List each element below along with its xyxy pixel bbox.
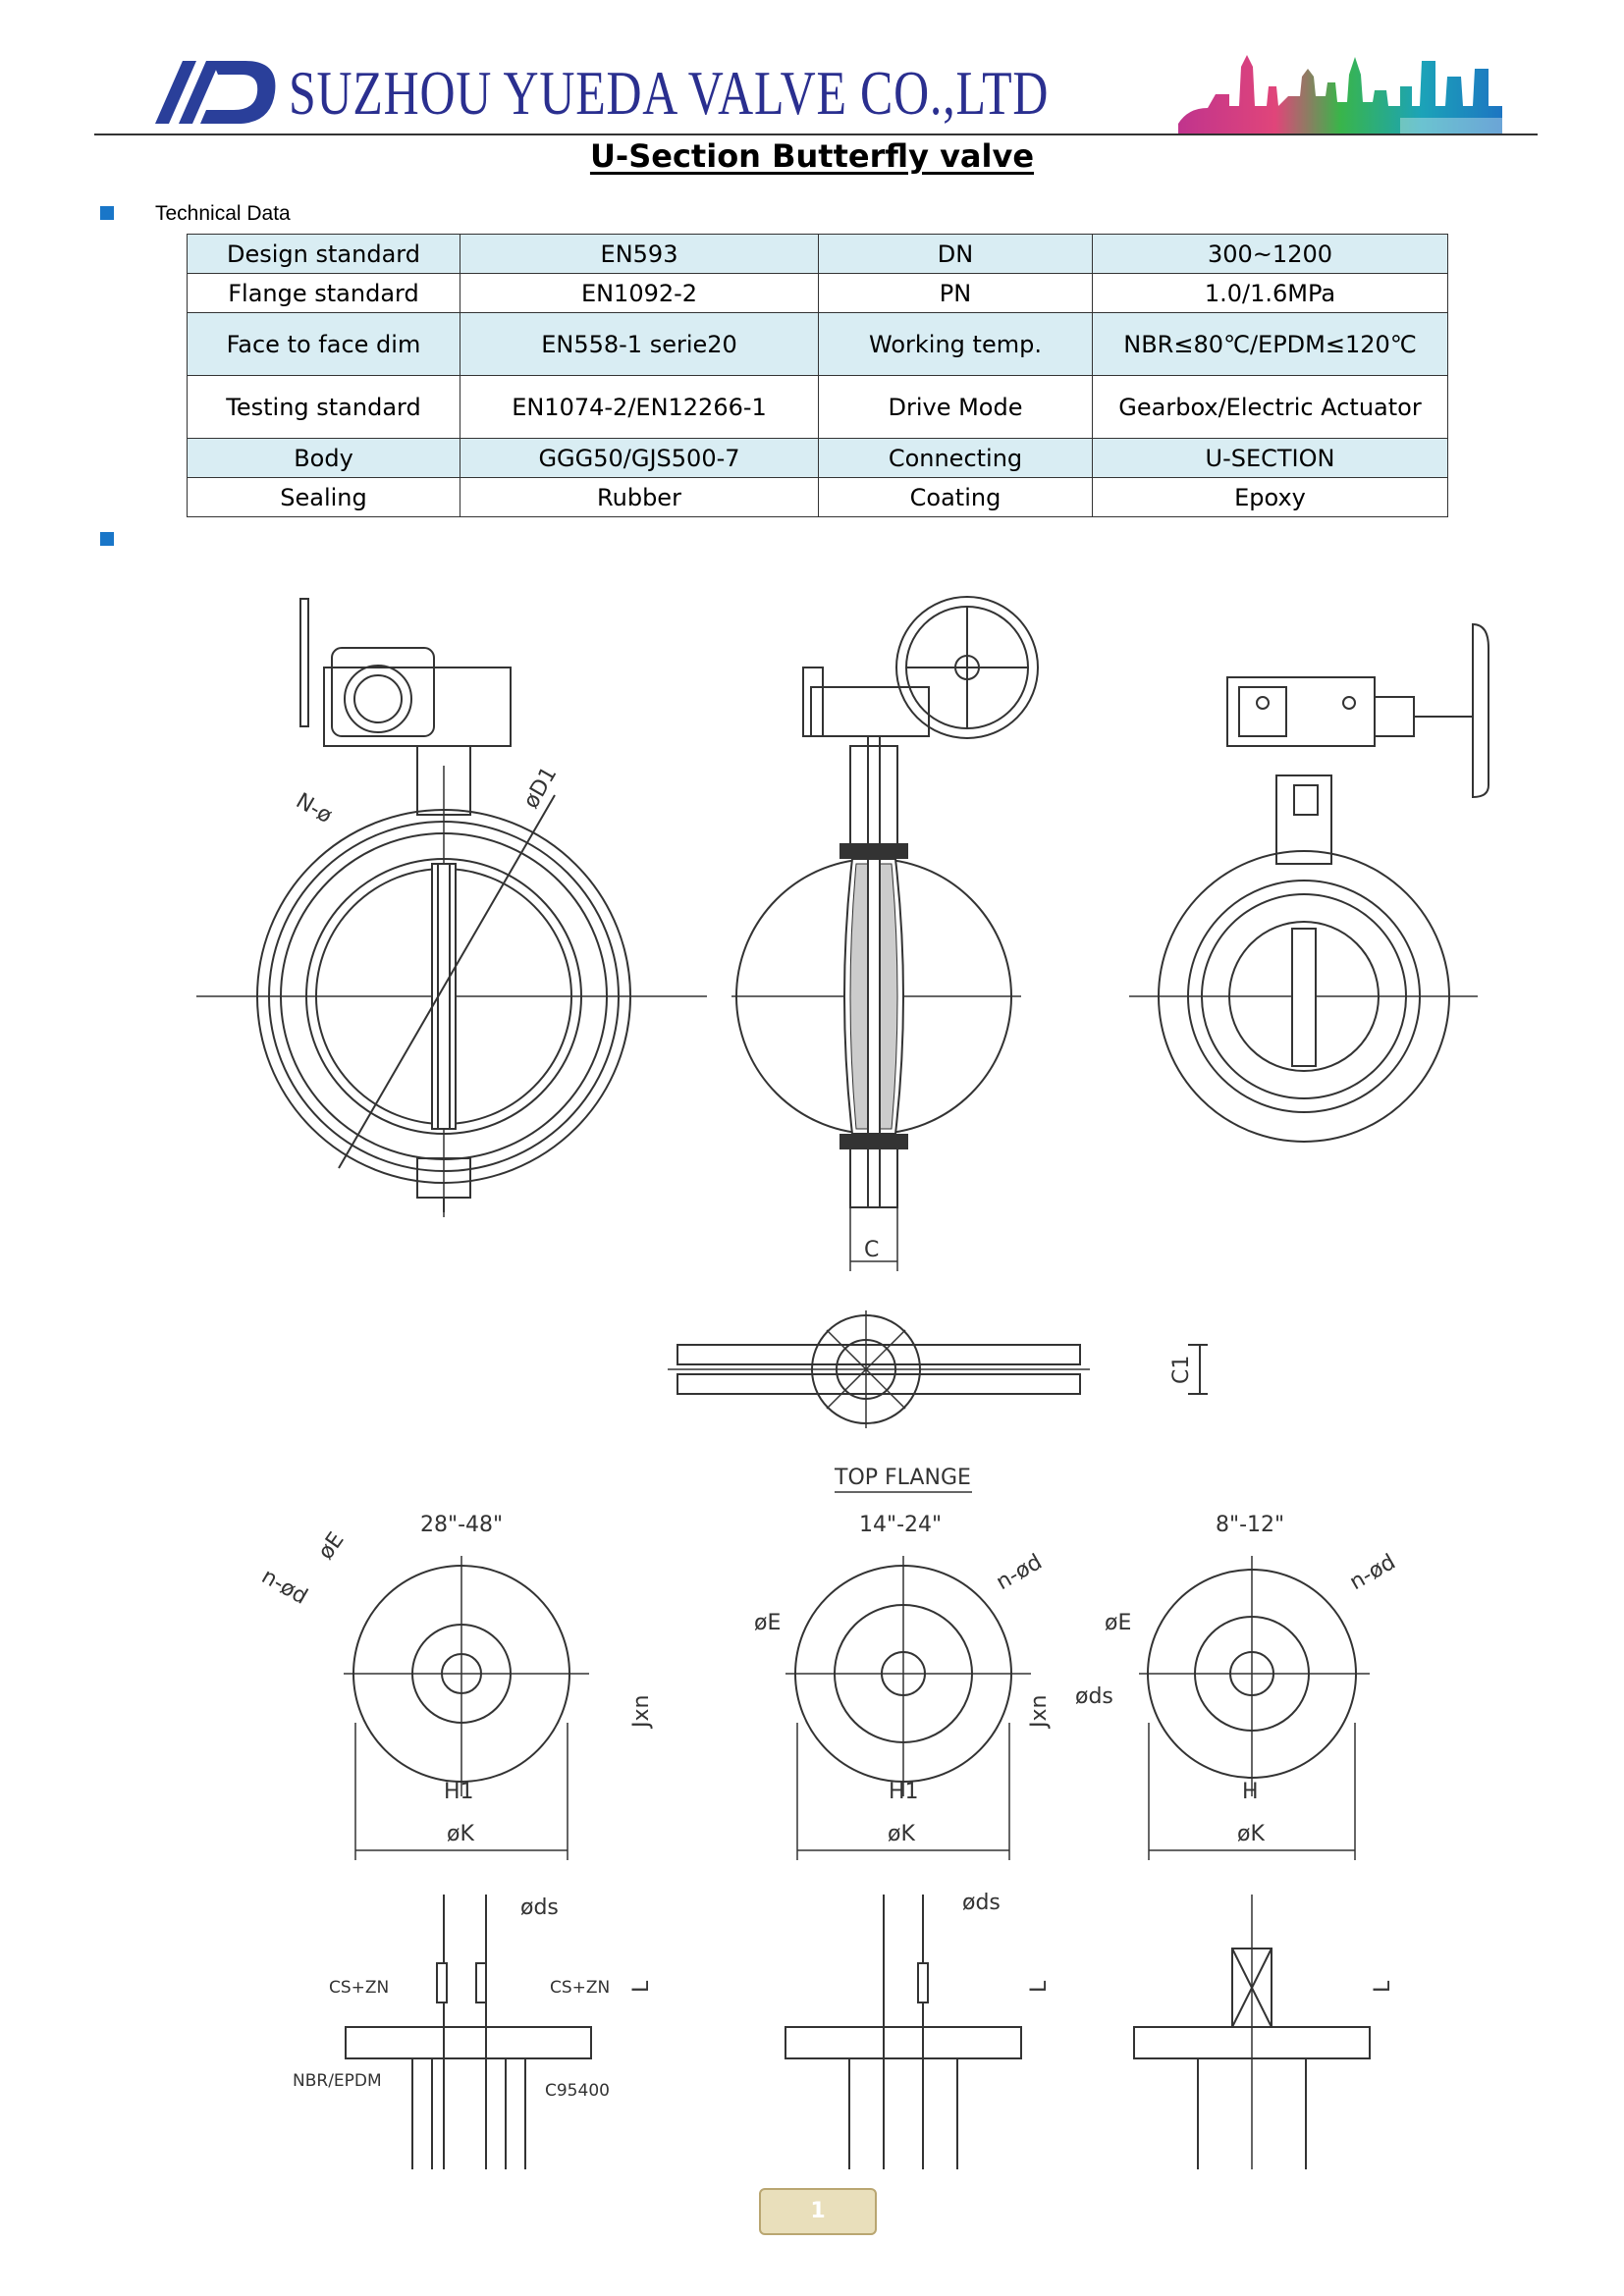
table-cell: U-SECTION [1092, 438, 1448, 478]
table-row: Design standard EN593 DN 300~1200 [187, 234, 1448, 274]
label-phi-e: øE [1105, 1611, 1131, 1635]
label-n-phi-d: n-ød [1346, 1550, 1400, 1595]
skyline-graphic [1178, 55, 1502, 135]
table-cell: Face to face dim [187, 312, 460, 376]
section-bullet [100, 532, 114, 546]
label-nbr-epdm: NBR/EPDM [293, 2071, 382, 2091]
label-l: L [629, 1980, 654, 1993]
label-h1: H1 [889, 1780, 919, 1804]
label-cs-zn: CS+ZN [550, 1978, 610, 1998]
section-view-28-48 [345, 1895, 592, 2169]
section-view-8-12 [1133, 1895, 1371, 2169]
table-cell: NBR≤80℃/EPDM≤120℃ [1092, 312, 1448, 376]
table-row: Testing standard EN1074-2/EN12266-1 Driv… [187, 375, 1448, 439]
label-l: L [1371, 1980, 1395, 1993]
table-cell: Gearbox/Electric Actuator [1092, 375, 1448, 439]
table-row: Face to face dim EN558-1 serie20 Working… [187, 312, 1448, 376]
section-view-14-24 [785, 1895, 1022, 2169]
document-title: U-Section Butterfly valve [589, 137, 1035, 175]
top-flange-caption: TOP FLANGE [834, 1466, 971, 1490]
table-cell: DN [818, 234, 1093, 274]
size-label-8-12: 8"-12" [1216, 1513, 1284, 1537]
label-c95400: C95400 [545, 2081, 610, 2101]
table-cell: Epoxy [1092, 477, 1448, 517]
label-phi-ds: øds [962, 1891, 1001, 1915]
technical-data-label: Technical Data [155, 202, 291, 225]
label-phi-ds: øds [1075, 1684, 1113, 1709]
table-cell: Connecting [818, 438, 1093, 478]
label-n-phi-d: n-ød [257, 1565, 311, 1610]
table-cell: Body [187, 438, 460, 478]
technical-data-table: Design standard EN593 DN 300~1200 Flange… [187, 234, 1448, 517]
label-phi-ds: øds [520, 1896, 559, 1920]
section-bullet [100, 206, 114, 220]
table-row: Sealing Rubber Coating Epoxy [187, 477, 1448, 517]
valve-gearbox-view [1129, 622, 1489, 1143]
label-n-phi-d: n-ød [993, 1550, 1047, 1595]
flange-plan-28-48 [344, 1556, 589, 1860]
label-h1: H1 [444, 1780, 474, 1804]
table-cell: EN1074-2/EN12266-1 [460, 375, 819, 439]
label-n-phi: N-ø [292, 789, 336, 829]
size-label-14-24: 14"-24" [859, 1513, 942, 1537]
top-flange-plan [668, 1310, 1208, 1493]
table-cell: EN1092-2 [460, 273, 819, 313]
label-phi-d1: øD1 [519, 763, 563, 813]
label-phi-k: øK [447, 1822, 474, 1846]
label-phi-k: øK [888, 1822, 915, 1846]
label-jxn: Jxn [629, 1695, 654, 1730]
valve-side-view [731, 596, 1039, 1271]
company-logo [155, 61, 276, 124]
table-cell: Rubber [460, 477, 819, 517]
label-phi-k: øK [1237, 1822, 1265, 1846]
page-number-badge: 1 [759, 2188, 877, 2235]
table-cell: 1.0/1.6MPa [1092, 273, 1448, 313]
table-cell: Coating [818, 477, 1093, 517]
table-cell: Testing standard [187, 375, 460, 439]
table-cell: EN558-1 serie20 [460, 312, 819, 376]
table-cell: PN [818, 273, 1093, 313]
table-cell: Sealing [187, 477, 460, 517]
table-cell: Design standard [187, 234, 460, 274]
table-row: Flange standard EN1092-2 PN 1.0/1.6MPa [187, 273, 1448, 313]
table-cell: Working temp. [818, 312, 1093, 376]
table-cell: 300~1200 [1092, 234, 1448, 274]
table-cell: GGG50/GJS500-7 [460, 438, 819, 478]
flange-plan-8-12 [1139, 1556, 1370, 1860]
label-c1: C1 [1169, 1356, 1194, 1384]
label-c: C [864, 1238, 879, 1262]
label-phi-e: øE [313, 1528, 349, 1565]
flange-plan-14-24 [785, 1556, 1031, 1860]
label-phi-e: øE [754, 1611, 781, 1635]
table-cell: Drive Mode [818, 375, 1093, 439]
size-label-28-48: 28"-48" [420, 1513, 503, 1537]
drawing-labels: N-ø øD1 C C1 TOP FLANGE 28"-48" 14"-24" … [257, 763, 1400, 2101]
company-name: SUZHOU YUEDA VALVE CO.,LTD [289, 58, 1050, 128]
table-cell: EN593 [460, 234, 819, 274]
label-cs-zn: CS+ZN [329, 1978, 389, 1998]
label-l: L [1027, 1980, 1052, 1993]
header-rule [94, 133, 1538, 135]
valve-front-view [196, 598, 707, 1217]
label-jxn: Jxn [1027, 1695, 1052, 1730]
table-cell: Flange standard [187, 273, 460, 313]
label-h: H [1242, 1780, 1259, 1804]
table-row: Body GGG50/GJS500-7 Connecting U-SECTION [187, 438, 1448, 478]
